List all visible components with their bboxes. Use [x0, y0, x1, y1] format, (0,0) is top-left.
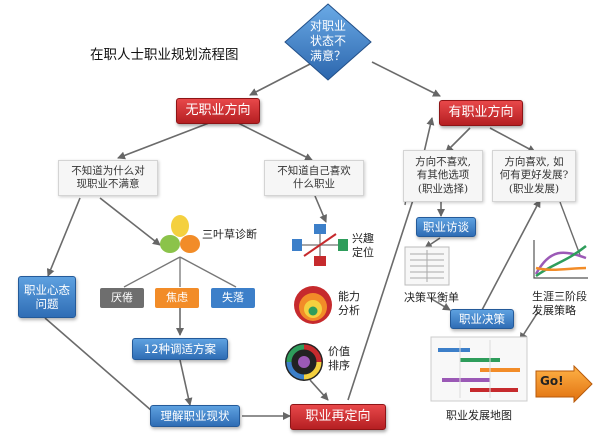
question-not-know-like: 不知道自己喜欢 什么职业	[264, 160, 364, 196]
ability-line-1: 能力	[338, 290, 360, 303]
edge-why-to-mindset	[46, 197, 81, 277]
go-label: Go!	[540, 374, 564, 388]
career-map-label: 职业发展地图	[446, 409, 512, 422]
dislike-line-2: 有其他选项	[416, 169, 470, 182]
feeling-loss: 失落	[211, 288, 255, 308]
dislike-line-1: 方向不喜欢,	[415, 156, 471, 169]
question-not-know-why: 不知道为什么对 现职业不满意	[58, 160, 158, 196]
three-stage-label: 生涯三阶段 发展策略	[532, 290, 587, 318]
three-stage-chart-icon	[533, 240, 588, 279]
start-line-2: 状态不	[309, 34, 346, 48]
understand-status-node: 理解职业现状	[150, 405, 240, 427]
edge-like-down	[559, 201, 581, 256]
go-arrow-icon	[535, 365, 593, 403]
value-line-1: 价值	[328, 345, 350, 358]
mindset-line-2: 问题	[35, 297, 59, 311]
edge-why-to-leaf	[99, 197, 161, 246]
q-like-line-3: (职业发展)	[508, 182, 560, 195]
question-like-direction: 方向喜欢, 如 何有更好发展? (职业发展)	[492, 150, 576, 202]
edge-no-to-why	[117, 117, 223, 160]
diagram-title: 在职人士职业规划流程图	[90, 47, 239, 63]
edge-mindset-to-understand	[44, 317, 161, 419]
interest-label: 兴趣 定位	[352, 232, 374, 260]
edge-has-to-dislike	[445, 127, 471, 153]
edge-adjust-to-understand	[179, 359, 193, 406]
question-dislike-direction: 方向不喜欢, 有其他选项 (职业选择)	[403, 150, 483, 202]
interest-positioning-graphic	[292, 224, 348, 266]
q-like-line-1: 方向喜欢, 如	[504, 156, 564, 169]
edge-interview-to-balance	[424, 237, 441, 249]
edge-balance-to-decision	[429, 297, 451, 311]
three-stage-line-1: 生涯三阶段	[532, 290, 587, 303]
start-diamond	[284, 3, 372, 81]
start-line-1: 对职业	[309, 19, 346, 33]
edge-start-to-no-direction	[249, 61, 315, 96]
edge-has-to-like	[489, 127, 536, 153]
start-line-3: 满意？	[309, 49, 346, 63]
career-map-image	[430, 336, 528, 402]
mindset-node: 职业心态 问题	[18, 276, 76, 318]
value-line-2: 排序	[328, 359, 350, 372]
edge-no-to-like	[227, 117, 313, 161]
q-like-line-2: 何有更好发展?	[499, 169, 569, 182]
start-question: 对职业 状态不 满意？	[298, 14, 358, 69]
interest-line-2: 定位	[352, 246, 374, 259]
three-stage-line-2: 发展策略	[532, 304, 576, 317]
like-line-1: 不知道自己喜欢	[277, 164, 351, 177]
value-label: 价值 排序	[328, 345, 350, 373]
ability-label: 能力 分析	[338, 290, 360, 318]
mindset-line-1: 职业心态	[24, 282, 70, 297]
balance-sheet-icon	[404, 246, 450, 286]
three-leaf-label: 三叶草诊断	[202, 228, 257, 241]
like-line-2: 什么职业	[293, 178, 335, 190]
ability-circles-icon	[294, 286, 332, 324]
edge-decision-up	[481, 199, 541, 311]
feeling-anxiety: 焦虑	[155, 288, 199, 308]
edge-start-to-has-direction	[371, 61, 441, 97]
edge-map-to-go	[519, 311, 539, 341]
ability-line-2: 分析	[338, 304, 360, 317]
edge-like-to-interest	[314, 195, 327, 223]
clover-icon	[160, 215, 200, 253]
why-line-2: 现职业不满意	[76, 178, 140, 190]
has-direction-node: 有职业方向	[439, 100, 523, 126]
balance-sheet-label: 决策平衡单	[404, 291, 459, 304]
interest-line-1: 兴趣	[352, 232, 374, 245]
value-wheel-icon	[285, 343, 323, 381]
decision-node: 职业决策	[450, 309, 514, 329]
no-direction-node: 无职业方向	[176, 98, 260, 124]
edge-value-to-reorient	[309, 379, 329, 401]
dislike-line-3: (职业选择)	[417, 182, 469, 195]
why-line-1: 不知道为什么对	[71, 164, 145, 177]
adjust-plan-node: 12种调适方案	[132, 338, 228, 360]
leaf-branches	[123, 256, 237, 288]
reorient-node: 职业再定向	[290, 404, 386, 430]
interview-node: 职业访谈	[416, 217, 476, 237]
feeling-boredom: 厌倦	[100, 288, 144, 308]
